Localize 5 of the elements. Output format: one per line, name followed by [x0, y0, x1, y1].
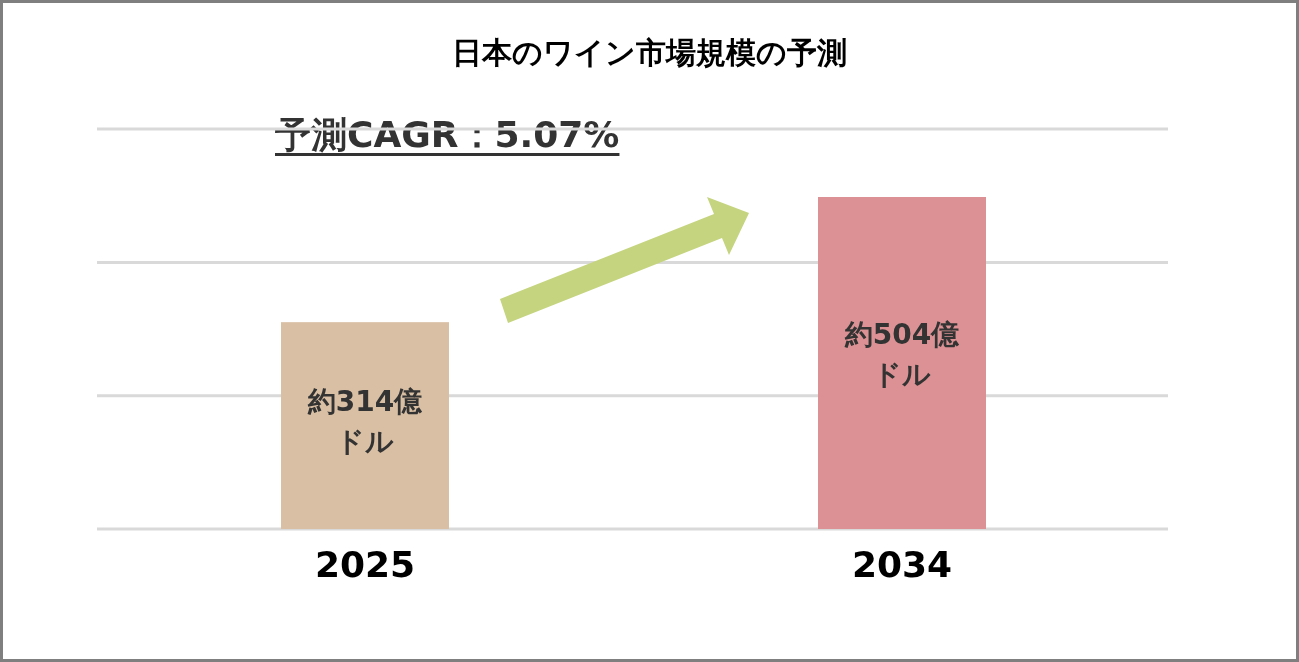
value-label: 約504億ドル [843, 317, 961, 393]
value-label: 約314億ドル [306, 384, 424, 461]
category-label: 2034 [851, 543, 953, 587]
category-label: 2025 [314, 543, 416, 587]
chart-title: 日本のワイン市場規模の予測 [451, 34, 848, 72]
